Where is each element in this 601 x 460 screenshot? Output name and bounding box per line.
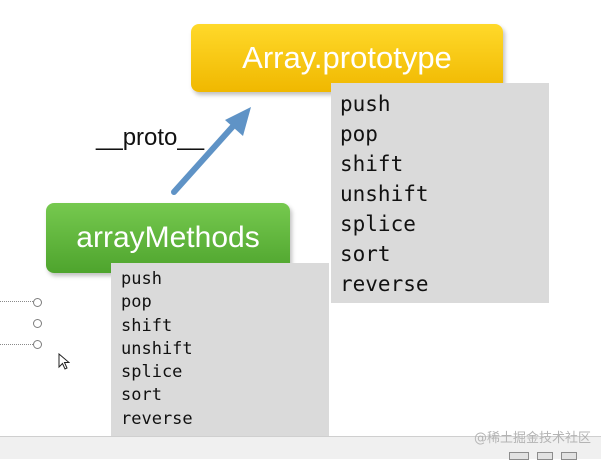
array-methods-list: push pop shift unshift splice sort rever…	[111, 263, 329, 437]
array-method-item: splice	[121, 362, 183, 383]
proto-arrow	[171, 107, 251, 195]
status-bar	[0, 436, 601, 459]
slide-sorter-icon[interactable]	[537, 452, 553, 460]
array-method-item: shift	[121, 315, 173, 336]
prototype-method-item: splice	[340, 212, 416, 236]
array-method-item: push	[121, 269, 162, 289]
reading-view-icon[interactable]	[561, 452, 577, 460]
resize-handle-middle-right[interactable]	[33, 319, 42, 328]
array-methods-label: arrayMethods	[76, 221, 260, 254]
selection-outline-bottom	[0, 344, 37, 345]
array-prototype-label: Array.prototype	[242, 40, 452, 75]
mouse-pointer-icon	[58, 353, 70, 370]
normal-view-icon[interactable]	[509, 452, 529, 460]
array-method-item: pop	[121, 292, 152, 313]
array-prototype-box: Array.prototype	[191, 24, 503, 92]
prototype-method-item: sort	[340, 242, 391, 266]
prototype-method-item: pop	[340, 122, 378, 146]
array-method-item: unshift	[121, 338, 193, 359]
array-method-item: reverse	[121, 408, 193, 429]
resize-handle-top-right[interactable]	[33, 298, 42, 307]
selection-outline-top	[0, 301, 37, 302]
resize-handle-bottom-right[interactable]	[33, 340, 42, 349]
prototype-method-item: push	[340, 92, 391, 116]
array-method-item: sort	[121, 385, 162, 406]
watermark-text: @稀土掘金技术社区	[473, 431, 591, 446]
prototype-method-item: reverse	[340, 272, 429, 296]
proto-link-label: __proto__	[96, 124, 205, 151]
prototype-method-item: shift	[340, 152, 404, 176]
slide-canvas: Array.prototype push pop shift unshift s…	[0, 24, 549, 437]
array-methods-box: arrayMethods	[46, 203, 290, 273]
prototype-method-item: unshift	[340, 182, 429, 206]
prototype-methods-list: push pop shift unshift splice sort rever…	[331, 83, 549, 303]
